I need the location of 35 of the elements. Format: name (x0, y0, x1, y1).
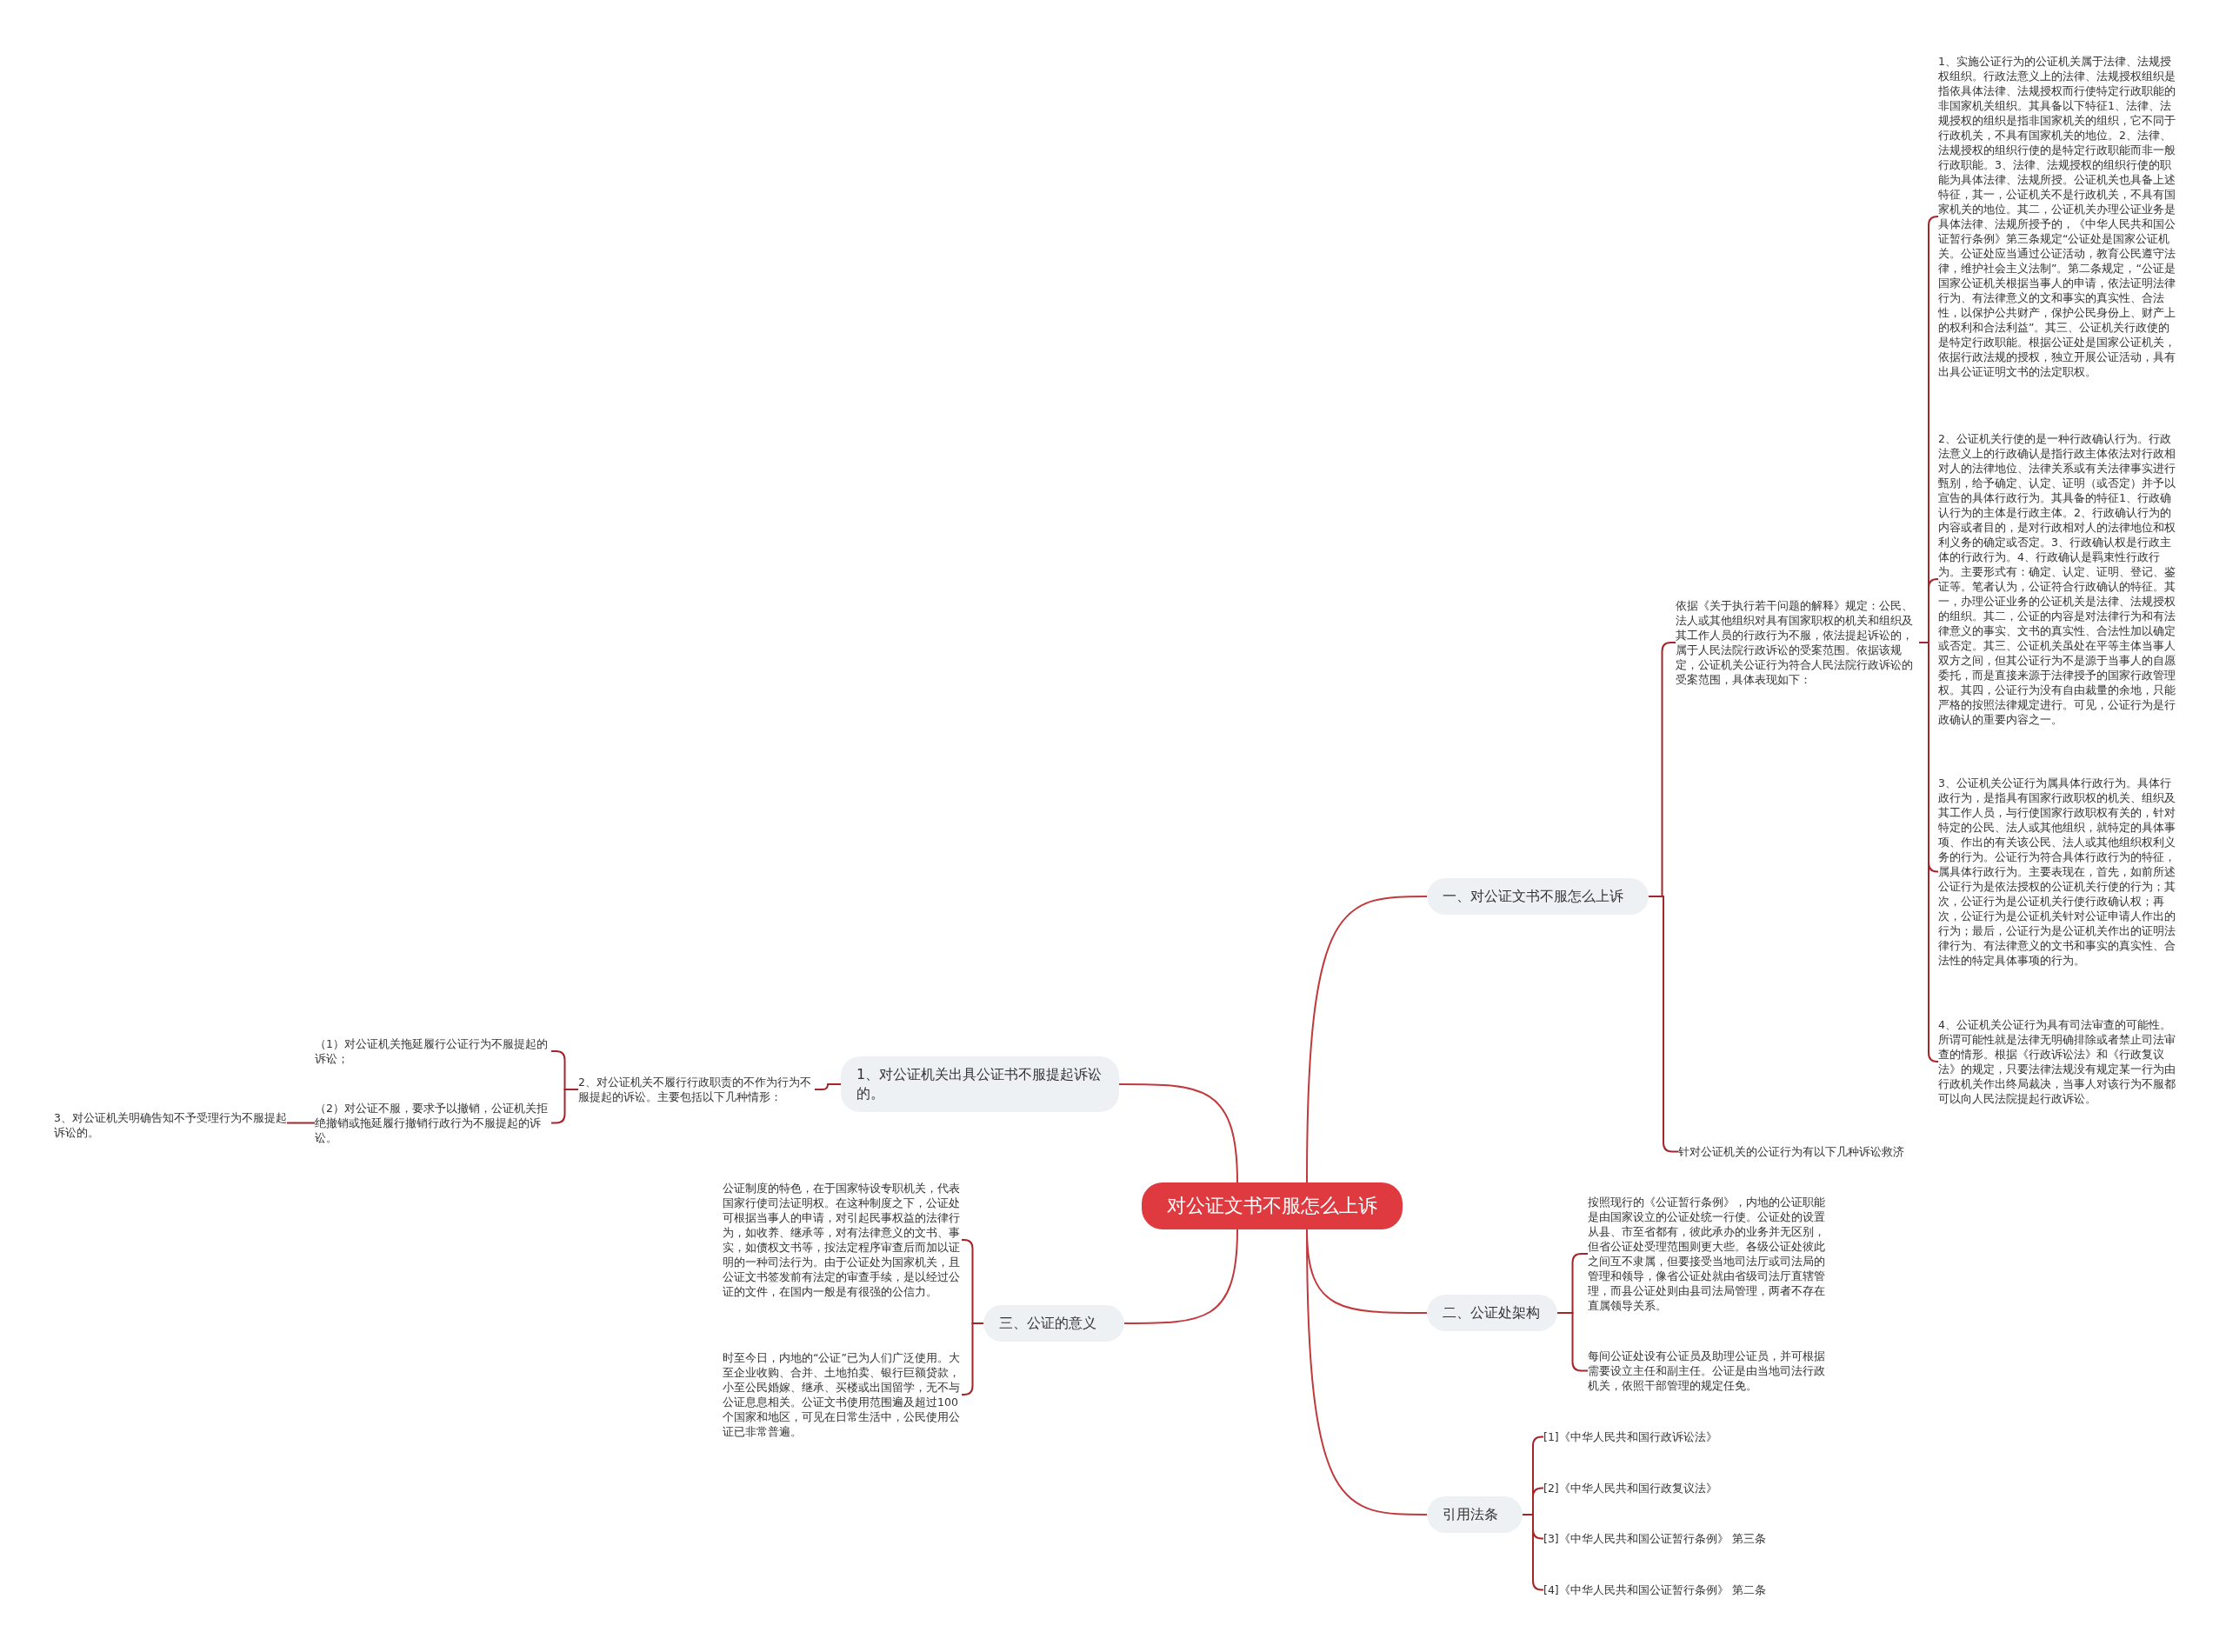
topic-text: [1]《中华人民共和国行政诉讼法》 (1543, 1429, 1822, 1444)
topic-text: 时至今日，内地的“公证”已为人们广泛使用。大至企业收购、合并、土地拍卖、银行巨额贷款，小至公民婚嫁、继承、买楼或出国留学，无不与公证息息相关。公证文书使用范围遍及超过100个国家和地区，可见在日常生活中，公民使用公证已非常普遍。 (723, 1350, 962, 1439)
branch-topic: 三、公证的意义 (983, 1305, 1124, 1342)
central-topic: 对公证文书不服怎么上诉 (1142, 1182, 1403, 1229)
connector-line (1306, 1229, 1428, 1515)
topic-text: （1）对公证机关拖延履行公证行为不服提起的诉讼； (315, 1036, 551, 1066)
connector-line (1522, 1514, 1544, 1591)
connector-line (1306, 896, 1428, 1183)
branch-topic: 一、对公证文书不服怎么上诉 (1427, 878, 1649, 915)
branch-topic: 二、公证处架构 (1427, 1295, 1557, 1331)
topic-text: 4、公证机关公证行为具有司法审查的可能性。所谓可能性就是法律无明确排除或者禁止司法审查的情形。根据《行政诉讼法》和《行政复议法》的规定，只要法律法规没有规定某一行为由行政机关作出终局裁决，当事人对该行为不服都可以向人民法院提起行政诉讼。 (1938, 1017, 2180, 1106)
branch-topic: 引用法条 (1427, 1496, 1523, 1533)
topic-text: （2）对公证不服，要求予以撤销，公证机关拒绝撤销或拖延履行撤销行政行为不服提起的诉讼。 (315, 1101, 551, 1145)
connector-line (961, 1322, 984, 1396)
connector-line (1123, 1229, 1238, 1324)
connector-line (1118, 1083, 1238, 1183)
connector-line (1918, 642, 1939, 1062)
topic-text: 3、对公证机关明确告知不予受理行为不服提起诉讼的。 (54, 1110, 287, 1140)
topic-text: 每间公证处设有公证员及助理公证员，并可根据需要设立主任和副主任。公证是由当地司法行政机关，依照干部管理的规定任免。 (1588, 1349, 1827, 1393)
connector-line (550, 1089, 579, 1124)
topic-text: 2、对公证机关不履行行政职责的不作为行为不服提起的诉讼。主要包括以下几种情形： (578, 1075, 815, 1104)
connector-line (1648, 896, 1679, 1153)
topic-text: [2]《中华人民共和国行政复议法》 (1543, 1481, 1822, 1495)
topic-text: [3]《中华人民共和国公证暂行条例》 第三条 (1543, 1531, 1822, 1546)
topic-text: 1、实施公证行为的公证机关属于法律、法规授权组织。行政法意义上的法律、法规授权组织是指依具体法律、法规授权而行使特定行政职能的非国家机关组织。其具备以下特征1、法律、法规授权的组织是指非国家机关的组织，它不同于行政机关，不具有国家机关的地位。2、法律、法规授权的组织行使的是特定行政职能而非一般行政职能。3、法律、法规授权的组织行使的职能为具体法律、法规所授。公证机关也具备上述特征，其一，公证机关不是行政机关，不具有国家机关的地位。其二，公证机关办理公证业务是具体法律、法规所授予的，《中华人民共和国公证暂行条例》第三条规定“公证处是国家公证机关。公证处应当通过公证活动，教育公民遵守法律，维护社会主义法制”。第二条规定，“公证是国家公证机关根据当事人的申请，依法证明法律行为、有法律意义的文和事实的真实性、合法性，以保护公共财产，保护公民身份上、财产上的权利和合法利益”。其三、公证机关行政使的是特定行政职能。根据公证处是国家公证机关，依据行政法规的授权，独立开展公证活动，具有出具公证证明文书的法定职权。 (1938, 54, 2180, 379)
topic-text: 2、公证机关行使的是一种行政确认行为。行政法意义上的行政确认是指行政主体依法对行政相对人的法律地位、法律关系或有关法律事实进行甄别，给予确定、认定、证明（或否定）并予以宣告的具体行政行为。其具备的特征1、行政确认行为的主体是行政主体。2、行政确认行为的内容或者目的，是对行政相对人的法律地位和权利义务的确定或否定。3、行政确认权是行政主体的行政行为。4、行政确认是羁束性行政行为。主要形式有：确定、认定、证明、登记、鉴证等。笔者认为，公证符合行政确认的特征。其一，办理公证业务的公证机关是法律、法规授权的组织。其二，公证的内容是对法律行为和有法律意义的事实、文书的真实性、合法性加以确定或否定。其三、公证机关虽处在平等主体当事人双方之间，但其公证行为不是源于当事人的自愿委托，而是直接来源于法律授予的国家行政管理权。其四，公证行为没有自由裁量的余地，只能严格的按照法律规定进行。可见，公证行为是行政确认的重要内容之一。 (1938, 431, 2180, 727)
topic-text: [4]《中华人民共和国公证暂行条例》 第二条 (1543, 1582, 1822, 1597)
branch-topic: 1、对公证机关出具公证书不服提起诉讼的。 (841, 1056, 1119, 1112)
topic-text: 依据《关于执行若干问题的解释》规定：公民、法人或其他组织对具有国家职权的机关和组织及其工作人员的行政行为不服，依法提起诉讼的，属于人民法院行政诉讼的受案范围。依据该规定，公证机关公证行为符合人民法院行政诉讼的受案范围，具体表现如下： (1676, 598, 1919, 687)
topic-text: 针对公证机关的公证行为有以下几种诉讼救济 (1678, 1144, 1939, 1159)
topic-text: 3、公证机关公证行为属具体行政行为。具体行政行为，是指具有国家行政职权的机关、组织及其工作人员，与行使国家行政职权有关的，针对特定的公民、法人或其他组织，就特定的具体事项、作出的有关该公民、法人或其他组织权利义务的行为。公证行为符合具体行政行为的特征，属具体行政行为。主要表现在，首先，如前所述公证行为是依法授权的公证机关行使的行为；其次，公证行为是公证机关行使行政确认权；再次，公证行为是公证机关针对公证申请人作出的行为；最后，公证行为是公证机关作出的证明法律行为、有法律意义的文书和事实的真实性、合法性的特定具体事项的行为。 (1938, 776, 2180, 968)
connector-line (286, 1122, 316, 1124)
topic-text: 公证制度的特色，在于国家特设专职机关，代表国家行使司法证明权。在这种制度之下，公证处可根据当事人的申请，对引起民事权益的法律行为，如收养、继承等，对有法律意义的文书、事实，如债权文书等，按法定程序审查后而加以证明的一种司法行为。由于公证处为国家机关，且公证文书签发前有法定的审查手续，是以经过公证的文件，在国内一般是有很强的公信力。 (723, 1181, 962, 1299)
topic-text: 按照现行的《公证暂行条例》，内地的公证职能是由国家设立的公证处统一行使。公证处的设置从县、市至省都有，彼此承办的业务并无区别，但省公证处受理范围则更大些。各级公证处彼此之间互不隶属，但要接受当地司法厅或司法局的管理和领导，像省公证处就由省级司法厅直辖管理，而县公证处则由县司法局管理，两者不存在直属领导关系。 (1588, 1195, 1827, 1313)
connector-line (814, 1083, 842, 1090)
